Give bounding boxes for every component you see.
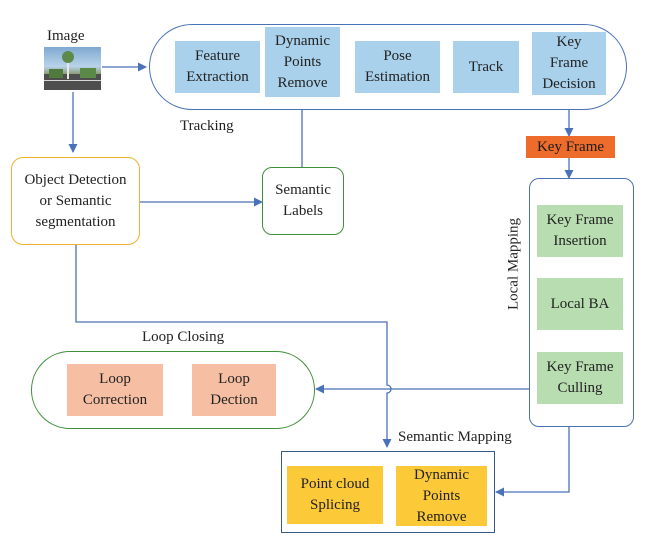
key-frame-insertion-step: Key Frame Insertion xyxy=(537,205,623,257)
street-scene-icon xyxy=(44,51,101,90)
object-detection-node: Object Detection or Semantic segmentatio… xyxy=(11,157,140,245)
arrow-detection-to-semantic-mapping xyxy=(75,245,392,448)
loop-closing-title: Loop Closing xyxy=(142,329,225,345)
loop-correction-step: Loop Correction xyxy=(67,364,163,416)
local-ba-step: Local BA xyxy=(537,278,623,330)
dynamic-points-remove-step: Dynamic Points Remove xyxy=(265,27,340,97)
semantic-dynamic-points-remove-step: Dynamic Points Remove xyxy=(396,466,487,526)
key-frame-decision-step: Key Frame Decision xyxy=(532,32,606,95)
loop-dection-step: Loop Dection xyxy=(192,364,276,416)
pose-estimation-step: Pose Estimation xyxy=(355,41,440,93)
track-step: Track xyxy=(453,41,519,93)
semantic-labels-node: Semantic Labels xyxy=(262,167,344,235)
key-frame-culling-step: Key Frame Culling xyxy=(537,352,623,404)
local-mapping-title: Local Mapping xyxy=(505,217,522,311)
point-cloud-splicing-step: Point cloud Splicing xyxy=(287,466,383,524)
tracking-title: Tracking xyxy=(180,118,234,134)
image-title: Image xyxy=(47,28,85,44)
semantic-mapping-title: Semantic Mapping xyxy=(398,429,512,445)
key-frame-node: Key Frame xyxy=(526,136,615,158)
arrow-local-mapping-to-semantic-mapping xyxy=(495,427,570,497)
input-image-thumbnail xyxy=(44,47,101,90)
feature-extraction-step: Feature Extraction xyxy=(175,41,260,93)
